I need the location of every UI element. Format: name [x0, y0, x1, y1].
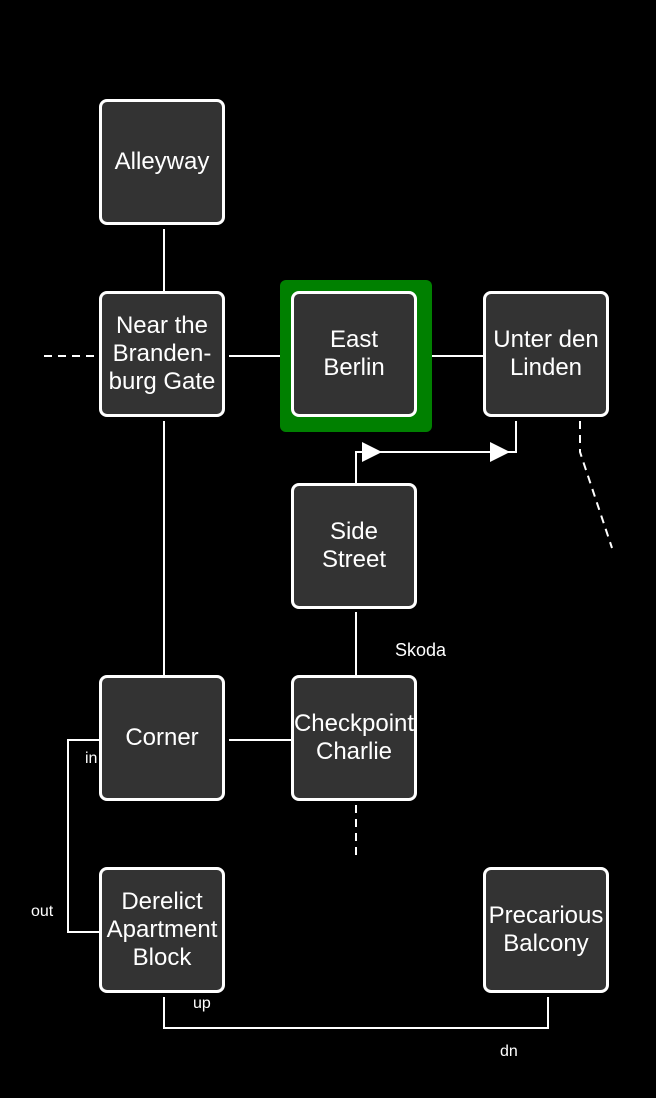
link-corner-derelict-in-out [67, 739, 100, 933]
exit-label-in: in [85, 750, 98, 767]
room-derelict-apartment-block[interactable]: Derelict Apartment Block [99, 867, 225, 993]
link-side-street-to-linden-oneway [355, 421, 517, 484]
room-alleyway[interactable]: Alleyway [99, 99, 225, 225]
room-precarious-balcony[interactable]: Precarious Balcony [483, 867, 609, 993]
exit-label-up: up [193, 995, 211, 1012]
room-unter-den-linden[interactable]: Unter den Linden [483, 291, 609, 417]
exit-label-dn: dn [500, 1043, 518, 1060]
link-derelict-balcony-up-dn [163, 997, 549, 1029]
exit-label-skoda: Skoda [395, 640, 447, 660]
room-side-street[interactable]: Side Street [291, 483, 417, 609]
arrow-oneway-1 [362, 442, 382, 462]
room-checkpoint-charlie[interactable]: Checkpoint Charlie [291, 675, 417, 801]
room-brandenburg-gate[interactable]: Near the Branden- burg Gate [99, 291, 225, 417]
exit-label-out: out [31, 903, 54, 920]
arrow-oneway-2 [490, 442, 510, 462]
stub-linden-southeast [579, 421, 613, 549]
room-corner[interactable]: Corner [99, 675, 225, 801]
room-east-berlin[interactable]: East Berlin [291, 291, 417, 417]
